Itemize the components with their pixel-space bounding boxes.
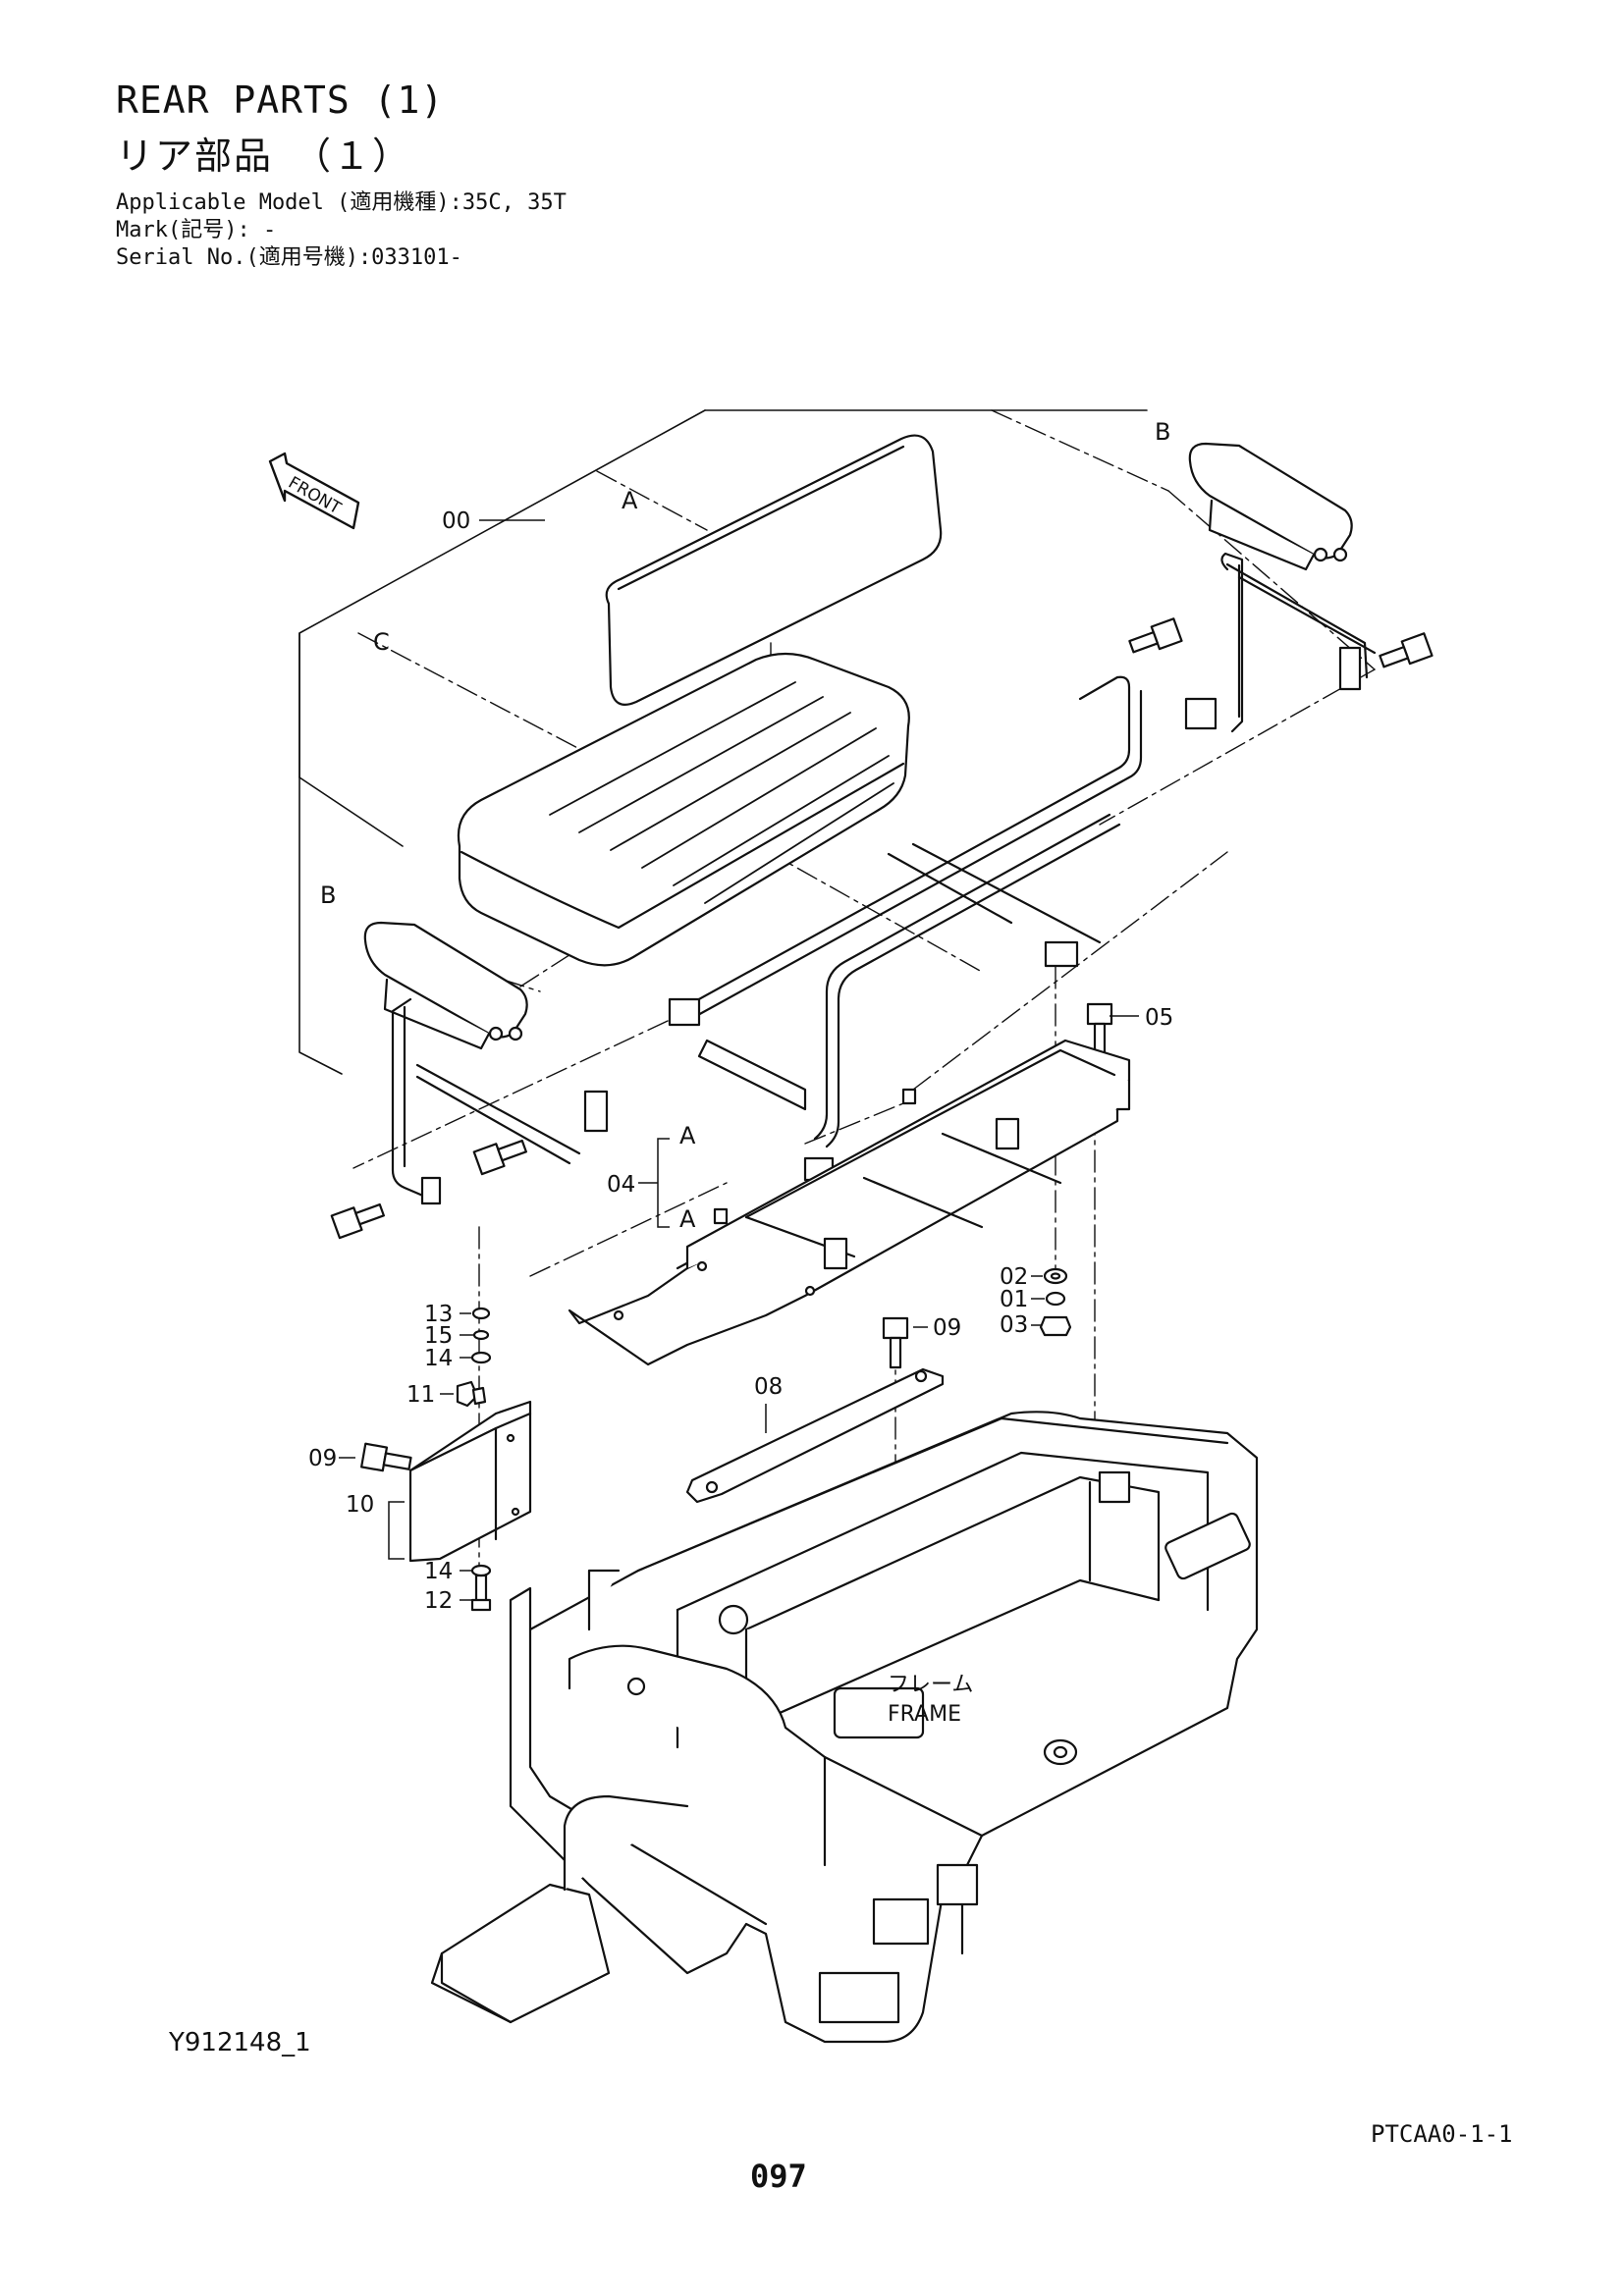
callout-12: 12 bbox=[424, 1588, 453, 1614]
page-number: 097 bbox=[750, 2158, 807, 2195]
callout-leader-lines bbox=[339, 519, 1139, 1601]
serial-number-text: Serial No.(適用号機):033101- bbox=[116, 245, 462, 270]
armrest-right bbox=[1184, 442, 1377, 733]
mark-text: Mark(記号): - bbox=[116, 218, 277, 242]
callout-14-lower: 14 bbox=[424, 1559, 453, 1584]
callout-08: 08 bbox=[754, 1374, 783, 1400]
catalog-code: PTCAA0-1-1 bbox=[1371, 2120, 1513, 2148]
ref-letter-a-lower: A bbox=[679, 1205, 696, 1233]
callout-03: 03 bbox=[1000, 1312, 1028, 1338]
seat-frame-tubes bbox=[668, 675, 1143, 1182]
seat-cushion bbox=[457, 652, 910, 967]
callout-15: 15 bbox=[424, 1323, 453, 1349]
ref-letter-c: C bbox=[373, 628, 390, 656]
control-box bbox=[408, 1307, 532, 1577]
frame-label-jp: フレーム bbox=[888, 1673, 973, 1697]
armrest-left bbox=[363, 921, 609, 1205]
callout-13: 13 bbox=[424, 1302, 453, 1327]
part-callouts: 00 05 04 02 01 03 09 08 13 15 14 11 09 1… bbox=[308, 508, 1173, 1614]
page-title-japanese: リア部品 （１） bbox=[116, 134, 412, 178]
frame-label-en: FRAME bbox=[888, 1702, 961, 1727]
machine-frame bbox=[430, 1411, 1259, 2044]
bolt-icons bbox=[330, 617, 1434, 1612]
callout-05: 05 bbox=[1145, 1005, 1173, 1031]
ref-letter-a-upper: A bbox=[679, 1122, 696, 1149]
drawing-id: Y912148_1 bbox=[169, 2028, 311, 2057]
callout-09-right: 09 bbox=[933, 1315, 961, 1341]
callout-09-left: 09 bbox=[308, 1446, 337, 1471]
callout-11: 11 bbox=[406, 1382, 435, 1408]
callout-14-upper: 14 bbox=[424, 1346, 453, 1371]
ref-letter-b-top: B bbox=[1155, 418, 1170, 446]
ref-letter-b-left: B bbox=[320, 881, 336, 909]
washer-nut-stack bbox=[1039, 1267, 1072, 1337]
assembly-bracket-outline bbox=[298, 409, 1148, 1075]
callout-04: 04 bbox=[607, 1172, 635, 1198]
frame-label: フレーム FRAME bbox=[888, 1673, 973, 1727]
page-title: REAR PARTS (1) bbox=[116, 79, 445, 122]
callout-00: 00 bbox=[442, 508, 470, 534]
seat-backrest bbox=[605, 434, 943, 706]
callout-10: 10 bbox=[346, 1492, 374, 1518]
seat-base-plate bbox=[568, 1039, 1131, 1366]
callout-02: 02 bbox=[1000, 1264, 1028, 1290]
ref-letter-a-top: A bbox=[622, 487, 638, 514]
strap-bar bbox=[685, 1367, 945, 1504]
callout-01: 01 bbox=[1000, 1287, 1028, 1312]
front-arrow-icon bbox=[268, 452, 360, 530]
applicable-model-text: Applicable Model (適用機種):35C, 35T bbox=[116, 190, 567, 215]
